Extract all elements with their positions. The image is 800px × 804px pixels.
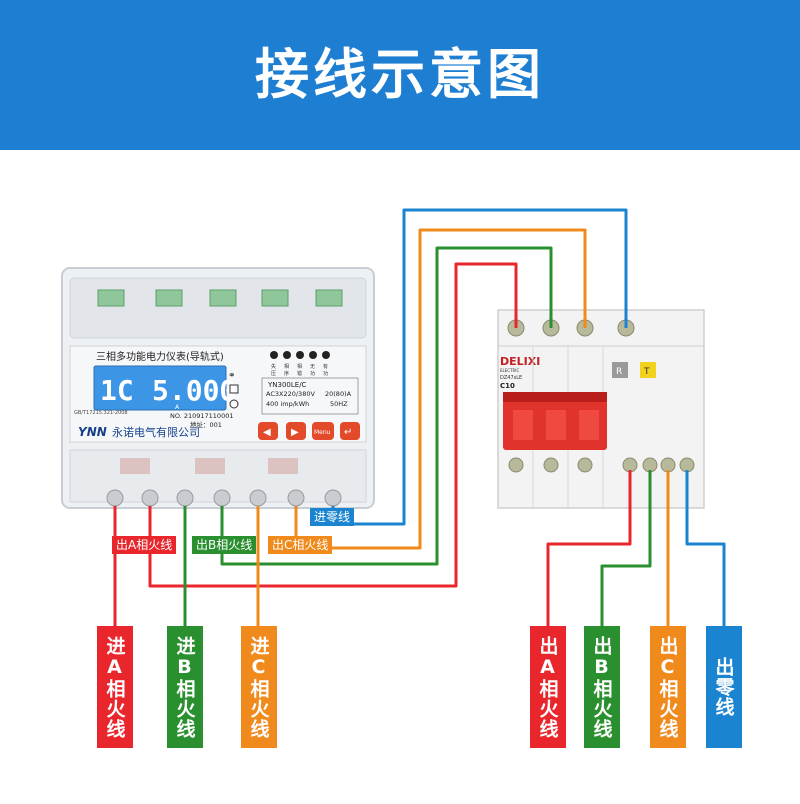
meter-brand: YNN (78, 425, 107, 439)
breaker-model: DZ47sLE (500, 375, 522, 381)
meter-spec-voltage: AC3X220/380V (266, 390, 315, 398)
wire-out-n (685, 470, 726, 630)
enter-icon: ↵ (344, 427, 352, 438)
svg-text:功: 功 (323, 370, 328, 377)
wire-out-a (546, 470, 632, 630)
tag-out-b: 出B相火线 (192, 536, 257, 554)
page-title: 接线示意图 (255, 43, 545, 106)
meter-indicators: 失 相 相 无 有 压 序 错 功 功 (270, 351, 330, 377)
comm-icon (229, 384, 239, 394)
svg-text:错: 错 (297, 370, 302, 377)
test-label: T (643, 367, 650, 377)
lcd-unit: A (175, 404, 180, 411)
right-button[interactable] (286, 422, 306, 440)
pulse-icon: ⚭ (228, 371, 236, 381)
header-banner: 接线示意图 (0, 0, 800, 150)
meter-serial: NO. 210917110001 (170, 412, 233, 420)
meter-spec-current: 20(80)A (325, 390, 352, 398)
svg-text:压: 压 (271, 371, 276, 377)
label-out-c: 出C相火线 (650, 626, 686, 748)
meter-model: YN300LE/C (267, 381, 307, 389)
wiring-diagram: 三相多功能电力仪表(导轨式) 1C 5.000 A ⚭ 失 相 相 无 有 压 … (61, 208, 726, 630)
lcd-phase: 1C (100, 374, 134, 407)
right-arrow-icon: ▶ (291, 427, 299, 438)
svg-text:序: 序 (284, 370, 289, 377)
reset-label: R (616, 367, 622, 377)
meter-address: 地址：001 (190, 420, 222, 429)
test-button[interactable] (640, 362, 656, 378)
label-out-n: 出零线 (706, 626, 742, 748)
meter-title: 三相多功能电力仪表(导轨式) (96, 350, 224, 363)
svg-text:功: 功 (310, 370, 315, 377)
meter-buttons: ◀ ▶ Menu ↵ (258, 422, 360, 440)
meter-standard: GB/T17215.321-2008 (74, 410, 128, 416)
svg-text:相: 相 (297, 363, 302, 370)
energy-meter: 三相多功能电力仪表(导轨式) 1C 5.000 A ⚭ 失 相 相 无 有 压 … (61, 267, 375, 509)
tag-in-neutral: 进零线 (310, 508, 355, 526)
label-in-c: 进C相火线 (241, 626, 277, 748)
lcd-value: 5.000 (152, 374, 236, 407)
wiring-stage: 三相多功能电力仪表(导轨式) 1C 5.000 A ⚭ 失 相 相 无 有 压 … (0, 150, 800, 800)
svg-text:无: 无 (310, 364, 315, 370)
svg-text:相: 相 (284, 363, 289, 370)
meter-spec-freq: 50HZ (330, 400, 348, 408)
meter-bottom-terminals (106, 489, 342, 507)
wire-out-b (600, 470, 652, 630)
info-icon (229, 399, 239, 409)
breaker-rating: C10 (500, 382, 515, 390)
menu-button[interactable] (312, 422, 334, 440)
left-arrow-icon: ◀ (263, 427, 271, 438)
enter-button[interactable] (340, 422, 360, 440)
circuit-breaker: DELIXI ELECTRIC DZ47sLE C10 R T (497, 309, 705, 509)
breaker-brand: DELIXI (500, 355, 540, 368)
meter-top-terminals (97, 289, 343, 307)
breaker-handles[interactable] (503, 392, 607, 450)
svg-text:有: 有 (323, 363, 328, 370)
label-in-a: 进A相火线 (97, 626, 133, 748)
reset-button[interactable] (612, 362, 628, 378)
tag-out-a: 出A相火线 (112, 536, 177, 554)
breaker-brand-sub: ELECTRIC (500, 368, 519, 373)
wire-b-out (220, 246, 553, 566)
meter-spec-impulse: 400 imp/kWh (266, 400, 309, 408)
meter-company: 永诺电气有限公司 (112, 425, 200, 439)
meter-lcd (93, 365, 227, 411)
left-button[interactable] (258, 422, 278, 440)
svg-text:失: 失 (271, 363, 276, 370)
label-out-a: 出A相火线 (530, 626, 566, 748)
label-in-b: 进B相火线 (167, 626, 203, 748)
menu-label: Menu (314, 429, 331, 436)
tag-out-c: 出C相火线 (268, 536, 333, 554)
wire-a-out (148, 262, 518, 588)
label-out-b: 出B相火线 (584, 626, 620, 748)
